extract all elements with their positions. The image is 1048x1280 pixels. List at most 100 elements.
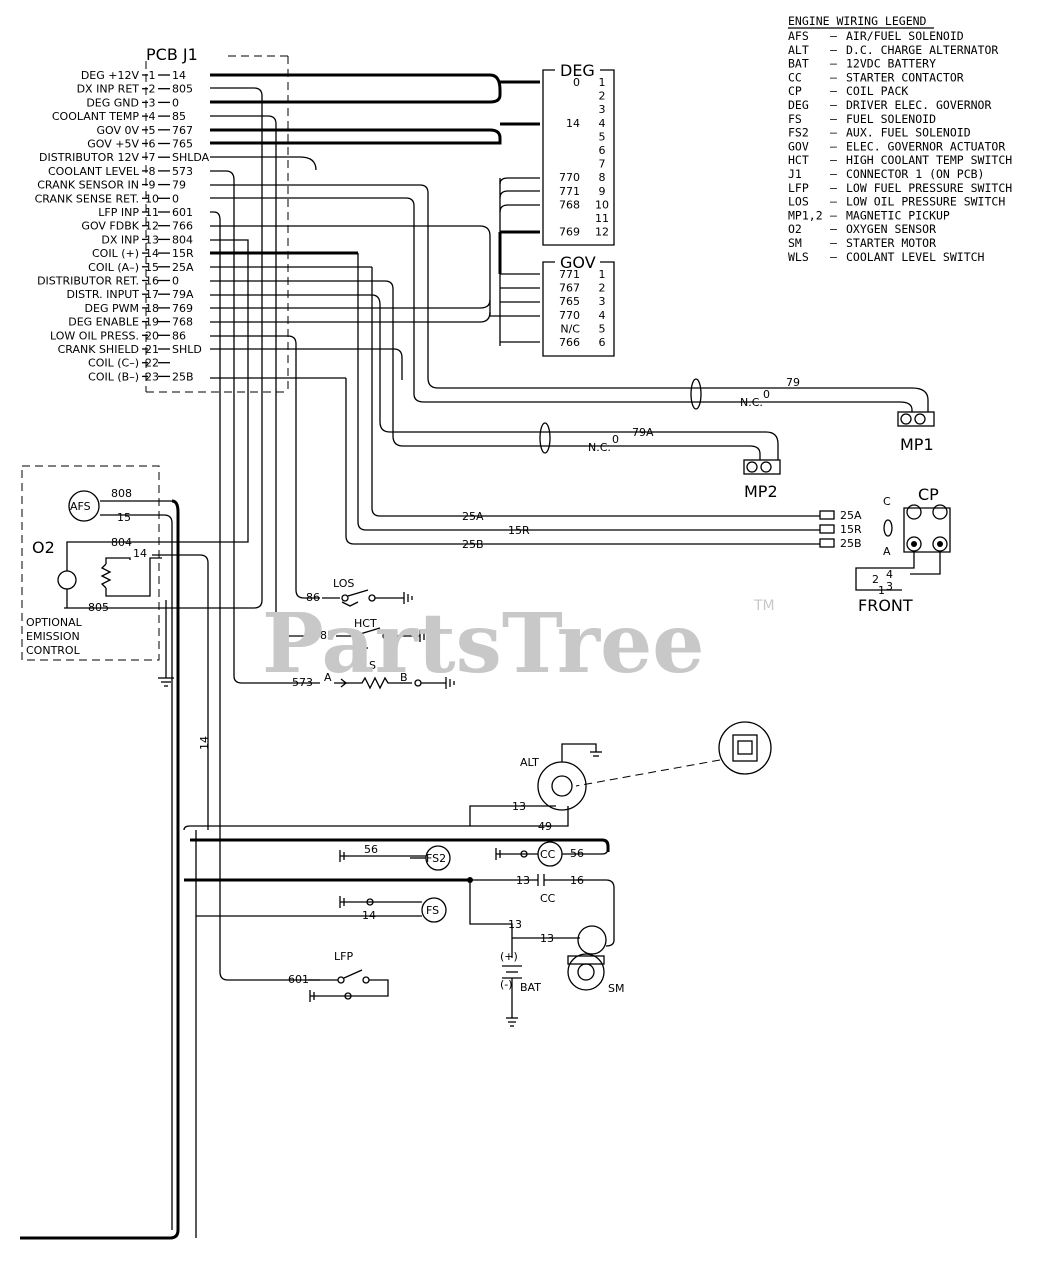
legend-desc: CONNECTOR 1 (ON PCB) (846, 167, 984, 181)
wire-79a-label: 79A (632, 426, 654, 439)
legend-sep: – (830, 84, 837, 98)
legend-desc: STARTER CONTACTOR (846, 70, 964, 84)
pcb-pin-wire: 79 (172, 179, 186, 192)
pcb-pin-number: 2 (149, 83, 156, 96)
nc-label-1: N.C. (740, 396, 763, 409)
pcb-pin-label: GOV 0V (96, 124, 139, 137)
pcb-pin-label: DX INP (101, 233, 139, 246)
pcb-pin-number: 14 (145, 247, 159, 260)
legend-sep: – (830, 222, 837, 236)
pcb-pin-label: COOLANT TEMP (52, 110, 140, 123)
deg-pin: 11 (595, 212, 609, 225)
wire-79-label: 79 (786, 376, 800, 389)
legend-desc: 12VDC BATTERY (846, 57, 936, 71)
gov-pin: 4 (599, 309, 606, 322)
legend-desc: FUEL SOLENOID (846, 112, 936, 126)
legend-code: GOV (788, 139, 809, 153)
legend-desc: AIR/FUEL SOLENOID (846, 29, 964, 43)
nc-label-2: N.C. (588, 441, 611, 454)
gov-wire: 766 (559, 336, 580, 349)
pcb-pin-wire: 25B (172, 370, 194, 383)
pcb-pin-number: 10 (145, 192, 159, 205)
pcb-pin-wire: SHLDA (172, 151, 210, 164)
los-hct-wls-switches: 86 LOS 85 HCT WLS 573 A B (292, 577, 455, 690)
legend-desc: DRIVER ELEC. GOVERNOR (846, 98, 991, 112)
pcb-pin-number: 18 (145, 302, 159, 315)
engine-wiring-legend: ENGINE WIRING LEGEND AFS–AIR/FUEL SOLENO… (788, 14, 1012, 264)
wire-56-label-a: 56 (364, 843, 378, 856)
legend-sep: – (830, 112, 837, 126)
deg-pin: 9 (599, 185, 606, 198)
pcb-pin-label: GOV FDBK (81, 220, 139, 233)
deg-title: DEG (560, 61, 595, 80)
lfp-bat-sm: LFP 601 13 (+) (-) BAT 13 SM (288, 880, 624, 1027)
afs-label: AFS (70, 500, 91, 513)
pcb-pin-wire: 573 (172, 165, 193, 178)
legend-desc: AUX. FUEL SOLENOID (846, 126, 971, 140)
pcb-pin-label: DEG GND (86, 96, 139, 109)
pcb-pin-label: COIL (+) (92, 247, 139, 260)
pcb-pin-wire: 0 (172, 96, 179, 109)
legend-desc: LOW OIL PRESSURE SWITCH (846, 195, 1005, 209)
wire-b-label: B (400, 671, 408, 684)
cc-label-a: CC (540, 848, 556, 861)
pcb-pin-label: COOLANT LEVEL (48, 165, 140, 178)
pcb-pin-label: DEG +12V (81, 69, 140, 82)
legend-code: LFP (788, 181, 809, 195)
cc-label-b: CC (540, 892, 556, 905)
optional-line2: EMISSION (26, 630, 80, 643)
wire-573-label: 573 (292, 676, 313, 689)
legend-code: CC (788, 70, 802, 84)
pcb-pin-wire: 769 (172, 302, 193, 315)
legend-sep: – (830, 126, 837, 140)
pcb-pin-label: LFP INP (98, 206, 139, 219)
pcb-pin-wire: 86 (172, 329, 186, 342)
legend-sep: – (830, 195, 837, 209)
legend-code: ALT (788, 43, 809, 57)
wire-14-label-a: 14 (133, 547, 147, 560)
legend-desc: MAGNETIC PICKUP (846, 208, 950, 222)
pcb-pin-number: 22 (145, 357, 159, 370)
los-label: LOS (333, 577, 354, 590)
cp-a-label: A (883, 545, 891, 558)
wire-25b-label: 25B (462, 538, 484, 551)
cp-25a-label: 25A (840, 509, 862, 522)
legend-code: MP1,2 (788, 208, 823, 222)
optional-line1: OPTIONAL (26, 616, 83, 629)
legend-code: FS2 (788, 126, 809, 140)
legend-code: O2 (788, 222, 802, 236)
legend-sep: – (830, 153, 837, 167)
pcb-pin-number: 16 (145, 275, 159, 288)
gov-pin: 1 (599, 268, 606, 281)
deg-pin: 3 (599, 103, 606, 116)
pcb-pin-number: 1 (149, 69, 156, 82)
gov-wire: 767 (559, 282, 580, 295)
pcb-pin-label: CRANK SENSOR IN (37, 179, 139, 192)
wire-14-vertical: 14 (183, 736, 610, 1238)
legend-desc: COIL PACK (846, 84, 908, 98)
legend-desc: OXYGEN SENSOR (846, 222, 936, 236)
deg-pin: 10 (595, 198, 609, 211)
pcb-j1-title: PCB J1 (146, 45, 198, 64)
wls-label: WLS (352, 659, 376, 672)
gov-title: GOV (560, 253, 596, 272)
optional-emission-control: AFS 808 15 O2 804 14 805 OPTIONAL EMISSI… (20, 465, 180, 1240)
front-2-label: 2 (872, 573, 879, 586)
pcb-pin-label: COIL (B–) (88, 370, 139, 383)
wire-805-label: 805 (88, 601, 109, 614)
pcb-pin-wire: 25A (172, 261, 194, 274)
pcb-pin-number: 3 (149, 96, 156, 109)
pcb-pin-label: CRANK SENSE RET. (35, 192, 139, 205)
wire-14v-label: 14 (198, 736, 211, 750)
pcb-pin-wire: 85 (172, 110, 186, 123)
wire-25a-label: 25A (462, 510, 484, 523)
gov-pin: 5 (599, 322, 606, 335)
deg-pin: 5 (599, 130, 606, 143)
pcb-pin-number: 20 (145, 329, 159, 342)
deg-pin: 12 (595, 226, 609, 239)
cp-label: CP (918, 485, 939, 504)
deg-pin: 6 (599, 144, 606, 157)
wire-a-label: A (324, 671, 332, 684)
wire-86-label: 86 (306, 591, 320, 604)
